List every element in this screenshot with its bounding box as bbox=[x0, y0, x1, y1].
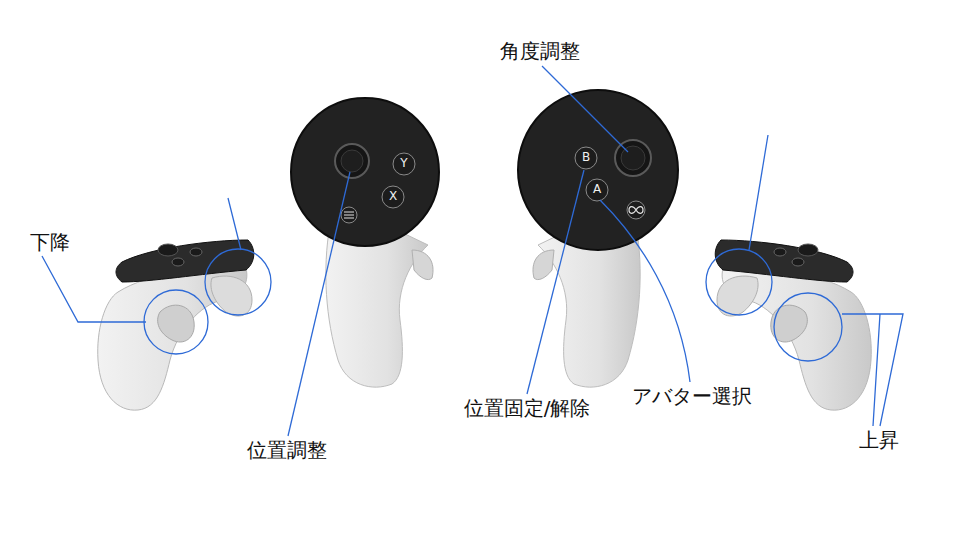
highlight-circle bbox=[205, 249, 271, 315]
highlight-circle bbox=[774, 293, 842, 361]
button-letter: Y bbox=[400, 157, 407, 170]
callout-label: 下降 bbox=[30, 231, 70, 253]
leader-line bbox=[42, 256, 146, 322]
highlight-circle bbox=[706, 249, 772, 315]
button-letter: A bbox=[593, 183, 601, 196]
callout-label: 角度調整 bbox=[500, 40, 580, 62]
leader-line bbox=[600, 200, 690, 382]
leader-line bbox=[228, 198, 241, 250]
callout-label: 位置固定/解除 bbox=[464, 397, 591, 419]
button-letter: B bbox=[582, 151, 590, 164]
left-front-controller bbox=[291, 98, 439, 387]
left-side-controller bbox=[98, 240, 254, 410]
right-front-controller bbox=[518, 90, 678, 387]
button-letter: X bbox=[389, 190, 397, 203]
highlight-circle bbox=[144, 290, 208, 354]
leader-line bbox=[542, 66, 628, 152]
callout-label: 位置調整 bbox=[247, 439, 327, 461]
callout-label: 上昇 bbox=[859, 429, 899, 451]
leader-line bbox=[842, 314, 903, 426]
leader-line bbox=[527, 170, 584, 394]
leader-line bbox=[288, 172, 350, 436]
callout-label: アバター選択 bbox=[632, 385, 752, 407]
leader-line bbox=[749, 135, 768, 250]
leader-lines bbox=[42, 66, 903, 436]
